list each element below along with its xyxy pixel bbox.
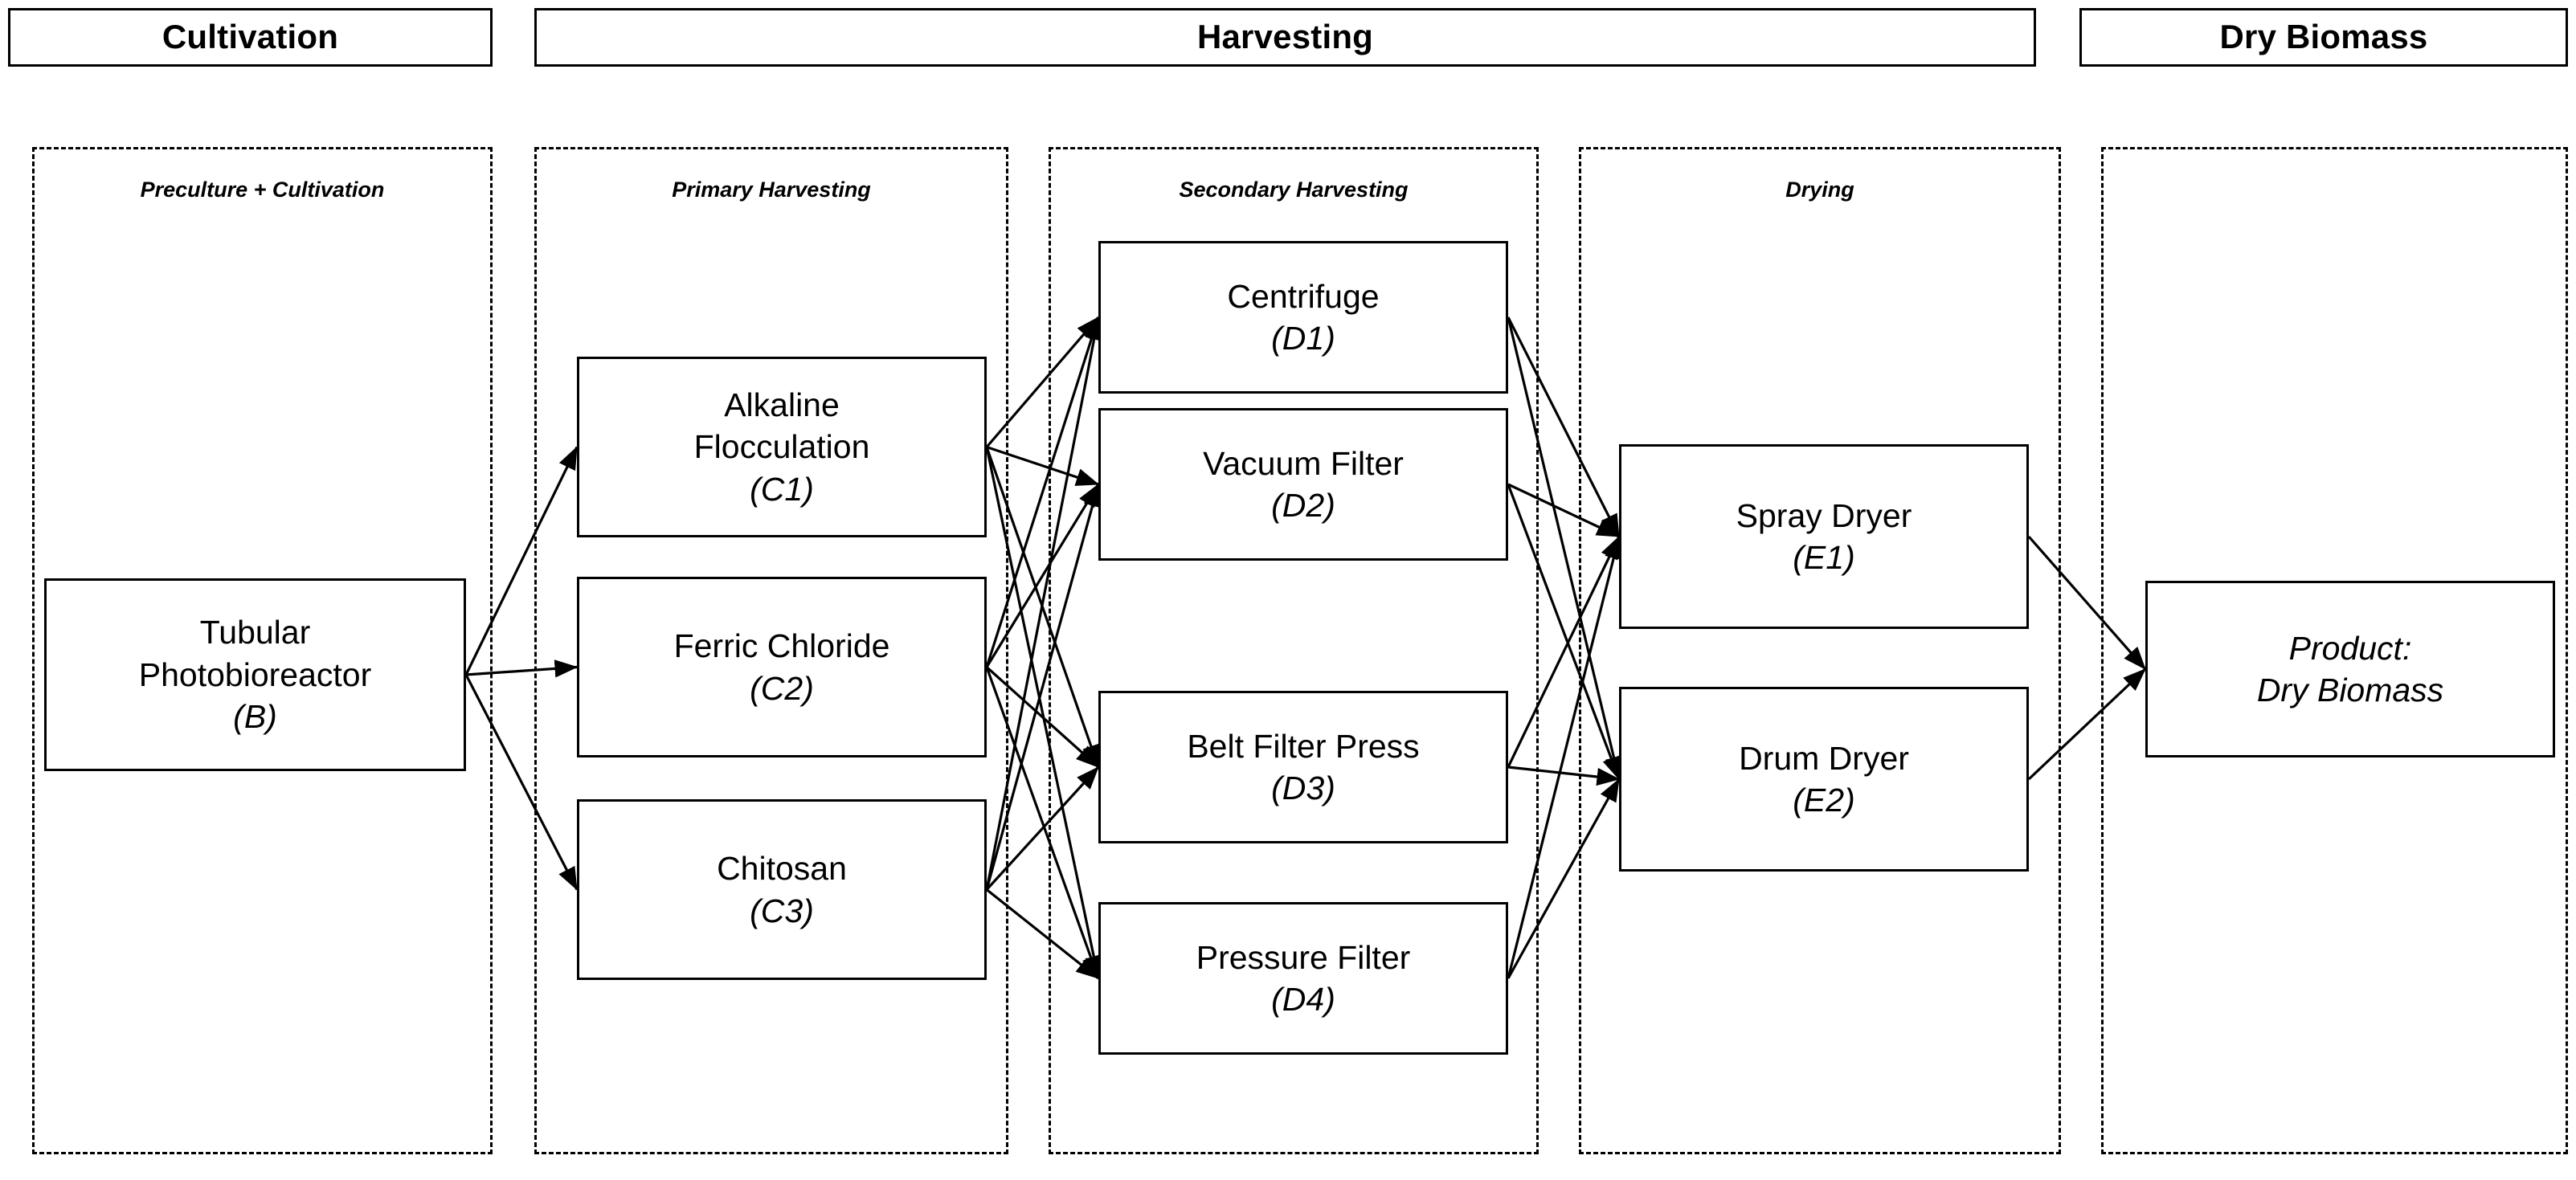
node-title: Drum Dryer	[1739, 739, 1909, 777]
node-centrifuge[interactable]: Centrifuge (D1)	[1098, 241, 1508, 394]
node-alkaline-flocculation[interactable]: Alkaline Flocculation (C1)	[577, 357, 987, 537]
stage-label: Primary Harvesting	[672, 178, 871, 202]
node-title: Alkaline Flocculation	[693, 386, 870, 466]
node-title: Centrifuge	[1227, 277, 1380, 315]
node-code: Dry Biomass	[2256, 672, 2444, 708]
phase-header-label: Harvesting	[1196, 18, 1374, 56]
node-spray-dryer[interactable]: Spray Dryer (E1)	[1619, 444, 2029, 629]
phase-header-label: Cultivation	[162, 18, 339, 56]
phase-header-label: Dry Biomass	[2219, 18, 2428, 56]
node-pressure-filter[interactable]: Pressure Filter (D4)	[1098, 902, 1508, 1055]
node-ferric-chloride[interactable]: Ferric Chloride (C2)	[577, 577, 987, 757]
node-title: Belt Filter Press	[1187, 727, 1420, 765]
phase-header-cultivation: Cultivation	[8, 8, 493, 67]
node-code: (B)	[233, 698, 277, 736]
node-title: Spray Dryer	[1736, 496, 1912, 534]
node-title: Tubular Photobioreactor	[138, 614, 372, 693]
node-code: (C2)	[750, 669, 814, 707]
node-title: Ferric Chloride	[673, 627, 890, 665]
stage-label: Secondary Harvesting	[1179, 178, 1409, 202]
node-chitosan[interactable]: Chitosan (C3)	[577, 799, 987, 980]
node-title: Chitosan	[717, 850, 847, 888]
node-code: (D3)	[1271, 770, 1335, 806]
node-code: (D4)	[1271, 981, 1335, 1018]
node-title: Pressure Filter	[1196, 938, 1411, 976]
node-belt-filter-press[interactable]: Belt Filter Press (D3)	[1098, 691, 1508, 843]
node-title: Product:	[2288, 629, 2412, 667]
stage-label: Drying	[1785, 178, 1854, 202]
node-code: (C3)	[750, 892, 814, 929]
stage-label: Preculture + Cultivation	[140, 178, 385, 202]
node-code: (D1)	[1271, 320, 1335, 357]
node-code: (E2)	[1793, 782, 1855, 819]
phase-header-harvesting: Harvesting	[534, 8, 2036, 67]
stage-drying: Drying	[1579, 147, 2061, 1154]
node-code: (C1)	[750, 470, 814, 508]
node-vacuum-filter[interactable]: Vacuum Filter (D2)	[1098, 408, 1508, 561]
node-code: (E1)	[1793, 539, 1855, 576]
node-code: (D2)	[1271, 487, 1335, 524]
node-product-dry-biomass[interactable]: Product: Dry Biomass	[2145, 581, 2555, 757]
node-title: Vacuum Filter	[1203, 444, 1404, 482]
node-drum-dryer[interactable]: Drum Dryer (E2)	[1619, 687, 2029, 872]
phase-header-dry-biomass: Dry Biomass	[2079, 8, 2568, 67]
node-tubular-photobioreactor[interactable]: Tubular Photobioreactor (B)	[44, 578, 466, 771]
